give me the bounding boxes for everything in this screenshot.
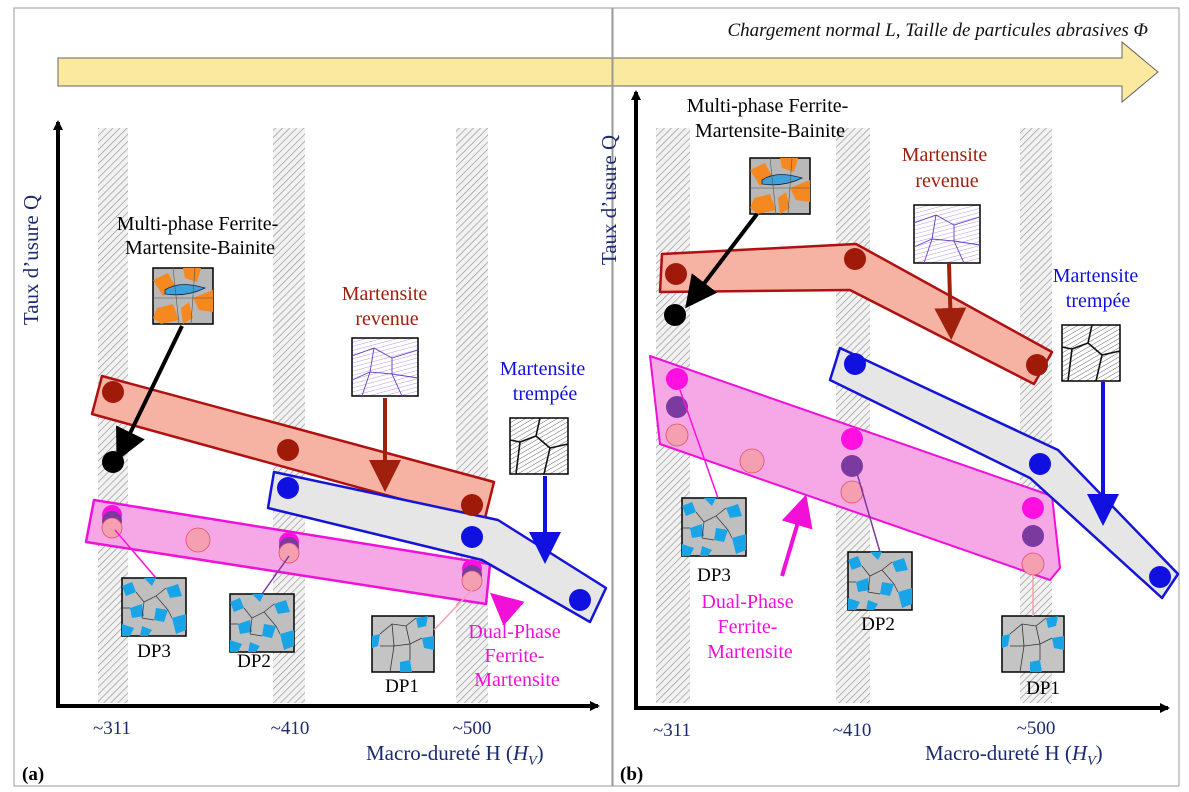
dp1-point (1021, 552, 1045, 576)
quenched-point (569, 589, 591, 611)
x-tick-500: ~500 (1017, 718, 1056, 739)
dual-phase-point (739, 448, 765, 474)
dual-phase-label: Dual-Phase Ferrite- Martensite (701, 591, 798, 663)
quenched-point (844, 353, 866, 375)
multiphase-label: Multi-phase Ferrite- Martensite-Bainite (687, 95, 854, 142)
dp3-point (1022, 497, 1044, 519)
dp1-leader (433, 589, 473, 631)
hardness-band-500 (1020, 128, 1052, 703)
dp2-label: DP2 (237, 651, 271, 672)
tempered-point (102, 381, 124, 403)
dp1-micrograph (1001, 615, 1065, 673)
tempered-point (277, 439, 299, 461)
dp2-point (841, 455, 863, 477)
dp3-leader (114, 529, 157, 579)
dual-phase-label: Dual-Phase Ferrite- Martensite (468, 621, 565, 691)
y-axis-label: Taux d’usure Q (19, 195, 43, 325)
dp3-micrograph (121, 577, 187, 637)
dp3-point (666, 368, 688, 390)
tempered-label: Martensite revenue (902, 144, 993, 192)
dp2-point (1022, 525, 1044, 547)
dp1-micrograph (371, 615, 435, 673)
dual-phase-point (185, 527, 211, 553)
quenched-micrograph (1061, 324, 1121, 382)
dp1-label: DP1 (1026, 678, 1060, 699)
tempered-martensite-band (658, 242, 1054, 386)
dual-phase-arrow (780, 494, 813, 577)
tempered-arrow (934, 263, 967, 340)
load-direction-arrow (57, 40, 1159, 104)
quenched-micrograph (509, 417, 569, 475)
x-tick-410: ~410 (271, 718, 310, 739)
panel-a-frame (13, 7, 613, 787)
tempered-label: Martensite revenue (342, 283, 433, 330)
dp2-micrograph (847, 551, 913, 611)
panel-b-frame (612, 7, 1180, 787)
y-axis-label: Taux d’usure Q (597, 135, 621, 265)
tempered-micrograph (913, 204, 981, 264)
dp3-leader (679, 389, 719, 499)
panel-a: Taux d’usure Q ~311 ~410 ~500 Macro-dure… (13, 7, 613, 787)
quenched-point (1029, 453, 1051, 475)
dp1-label: DP1 (385, 676, 419, 697)
multiphase-micrograph (152, 267, 214, 325)
hardness-band-500 (456, 128, 488, 703)
x-axis-label: Macro-dureté H (HV) (925, 741, 1103, 769)
panel-tag: (a) (22, 764, 44, 785)
dp2-micrograph (229, 593, 295, 653)
tempered-point (461, 494, 483, 516)
dp1-point (461, 570, 483, 592)
dp3-label: DP3 (697, 565, 731, 586)
quenched-point (277, 477, 299, 499)
x-tick-311: ~311 (93, 718, 131, 739)
dp2-point (666, 396, 688, 418)
panel-tag: (b) (620, 764, 643, 785)
dp3-micrograph (681, 497, 747, 557)
quenched-point (461, 526, 483, 548)
quenched-martensite-band (828, 346, 1180, 600)
dual-phase-arrow (489, 592, 525, 626)
load-direction-label: Chargement normal L, Taille de particule… (728, 20, 1149, 41)
multiphase-arrow (116, 325, 184, 462)
quenched-label: Martensite trempée (500, 358, 591, 405)
quenched-point (1149, 566, 1171, 588)
tempered-point (665, 263, 687, 285)
multiphase-label: Multi-phase Ferrite- Martensite-Bainite (117, 213, 284, 259)
x-tick-311: ~311 (653, 720, 691, 741)
tempered-micrograph (351, 337, 419, 397)
multiphase-arrow (685, 212, 759, 309)
dp2-leader (855, 469, 881, 553)
tempered-point (844, 248, 866, 270)
x-tick-410: ~410 (833, 720, 872, 741)
multiphase-point (664, 304, 686, 326)
quenched-martensite-band (266, 470, 608, 624)
dp1-point (278, 542, 300, 564)
x-axis-label: Macro-dureté H (HV) (366, 741, 544, 769)
x-tick-500: ~500 (453, 718, 492, 739)
multiphase-micrograph (749, 157, 811, 215)
tempered-point (1026, 354, 1048, 376)
dp3-label: DP3 (137, 641, 171, 662)
dp1-point (665, 423, 689, 447)
dp2-label: DP2 (861, 614, 895, 635)
dp3-point (841, 428, 863, 450)
panel-b: Taux d’usure Q ~311 ~410 ~500 Macro-dure… (597, 7, 1180, 787)
dp2-leader (261, 555, 290, 595)
quenched-label: Martensite trempée (1053, 265, 1144, 312)
